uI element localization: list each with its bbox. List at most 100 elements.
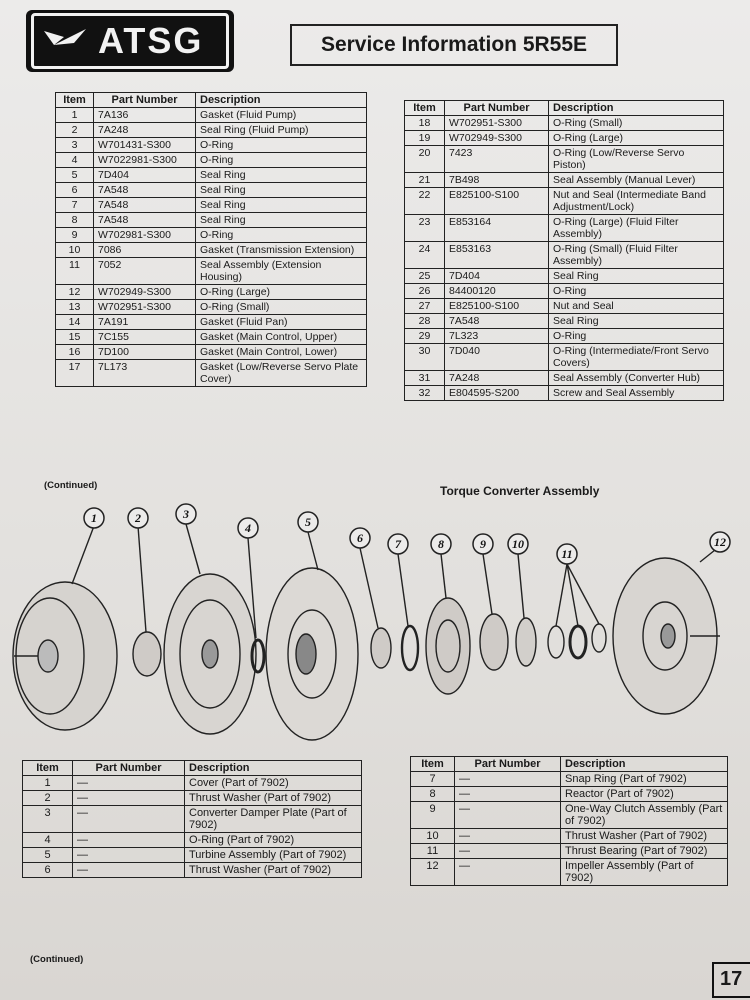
description-cell: Thrust Washer (Part of 7902) [560, 828, 728, 844]
callout-label: 1 [91, 511, 97, 525]
part-number-cell: — [72, 832, 185, 848]
table-row: 4—O-Ring (Part of 7902) [22, 832, 362, 848]
cover-part [12, 581, 118, 731]
col-part-number: Part Number [72, 760, 185, 776]
callout-circle [430, 533, 452, 555]
part-number-cell: W702949-S300 [93, 284, 196, 300]
table-row: 1—Cover (Part of 7902) [22, 775, 362, 791]
part-number-cell: 7D404 [93, 167, 196, 183]
description-cell: Thrust Washer (Part of 7902) [184, 862, 362, 878]
item-cell: 30 [404, 343, 445, 371]
description-cell: Seal Assembly (Converter Hub) [548, 370, 724, 386]
item-cell: 11 [410, 843, 455, 859]
part-number-cell: — [72, 805, 185, 833]
item-cell: 28 [404, 313, 445, 329]
item-cell: 15 [55, 329, 94, 345]
description-cell: Gasket (Fluid Pump) [195, 107, 367, 123]
callout-circle [175, 503, 197, 525]
item-cell: 21 [404, 172, 445, 188]
part-number-cell: — [72, 775, 185, 791]
part-number-cell: 7D100 [93, 344, 196, 360]
part-number-cell: — [454, 843, 561, 859]
description-cell: Thrust Washer (Part of 7902) [184, 790, 362, 806]
continued-note: (Continued) [30, 954, 84, 965]
item-cell: 3 [22, 805, 73, 833]
part-number-cell: 7C155 [93, 329, 196, 345]
part-number-cell: 7A136 [93, 107, 196, 123]
description-cell: Seal Ring [195, 197, 367, 213]
description-cell: Cover (Part of 7902) [184, 775, 362, 791]
description-cell: Seal Ring [195, 212, 367, 228]
o-ring-part [250, 638, 266, 674]
description-cell: O-Ring [195, 152, 367, 168]
table-row: 9—One-Way Clutch Assembly (Part of 7902) [410, 801, 728, 829]
part-number-cell: E804595-S200 [444, 385, 549, 401]
table-row: 12—Impeller Assembly (Part of 7902) [410, 858, 728, 886]
col-item: Item [22, 760, 73, 776]
table-row: 3—Converter Damper Plate (Part of 7902) [22, 805, 362, 833]
part-number-cell: 7L323 [444, 328, 549, 344]
part-number-cell: — [72, 790, 185, 806]
description-cell: O-Ring (Large) [548, 130, 724, 146]
description-cell: O-Ring [548, 283, 724, 299]
callout-circle [472, 533, 494, 555]
callout-circle [709, 531, 731, 553]
part-number-cell: 7A548 [444, 313, 549, 329]
part-number-cell: 7A191 [93, 314, 196, 330]
thrust-washer-2-part [370, 627, 392, 669]
item-cell: 19 [404, 130, 445, 146]
item-cell: 24 [404, 241, 445, 269]
description-cell: O-Ring (Low/Reverse Servo Piston) [548, 145, 724, 173]
col-part-number: Part Number [444, 100, 549, 116]
parts-table-3: Item Part Number Description 1—Cover (Pa… [22, 760, 362, 878]
description-cell: Gasket (Fluid Pan) [195, 314, 367, 330]
description-cell: Turbine Assembly (Part of 7902) [184, 847, 362, 863]
item-cell: 10 [55, 242, 94, 258]
table-row: 7—Snap Ring (Part of 7902) [410, 771, 728, 787]
description-cell: O-Ring (Small) [548, 115, 724, 131]
part-number-cell: W702951-S300 [444, 115, 549, 131]
item-cell: 12 [410, 858, 455, 886]
item-cell: 23 [404, 214, 445, 242]
thrust-washer-part [132, 631, 162, 677]
parts-table-4: Item Part Number Description 7—Snap Ring… [410, 756, 728, 886]
part-number-cell: E825100-S100 [444, 298, 549, 314]
part-number-cell: 84400120 [444, 283, 549, 299]
item-cell: 9 [55, 227, 94, 243]
callout-circle [507, 533, 529, 555]
callout-label: 10 [512, 537, 524, 551]
item-cell: 10 [410, 828, 455, 844]
part-number-cell: W702951-S300 [93, 299, 196, 315]
callout-circle [297, 511, 319, 533]
callout-label: 4 [244, 521, 251, 535]
item-cell: 6 [55, 182, 94, 198]
item-cell: 4 [55, 152, 94, 168]
callout-label: 11 [561, 547, 572, 561]
part-number-cell: — [454, 828, 561, 844]
part-number-cell: — [454, 858, 561, 886]
item-cell: 17 [55, 359, 94, 387]
item-cell: 12 [55, 284, 94, 300]
callout-label: 8 [438, 537, 444, 551]
description-cell: O-Ring [195, 137, 367, 153]
part-number-cell: 7086 [93, 242, 196, 258]
